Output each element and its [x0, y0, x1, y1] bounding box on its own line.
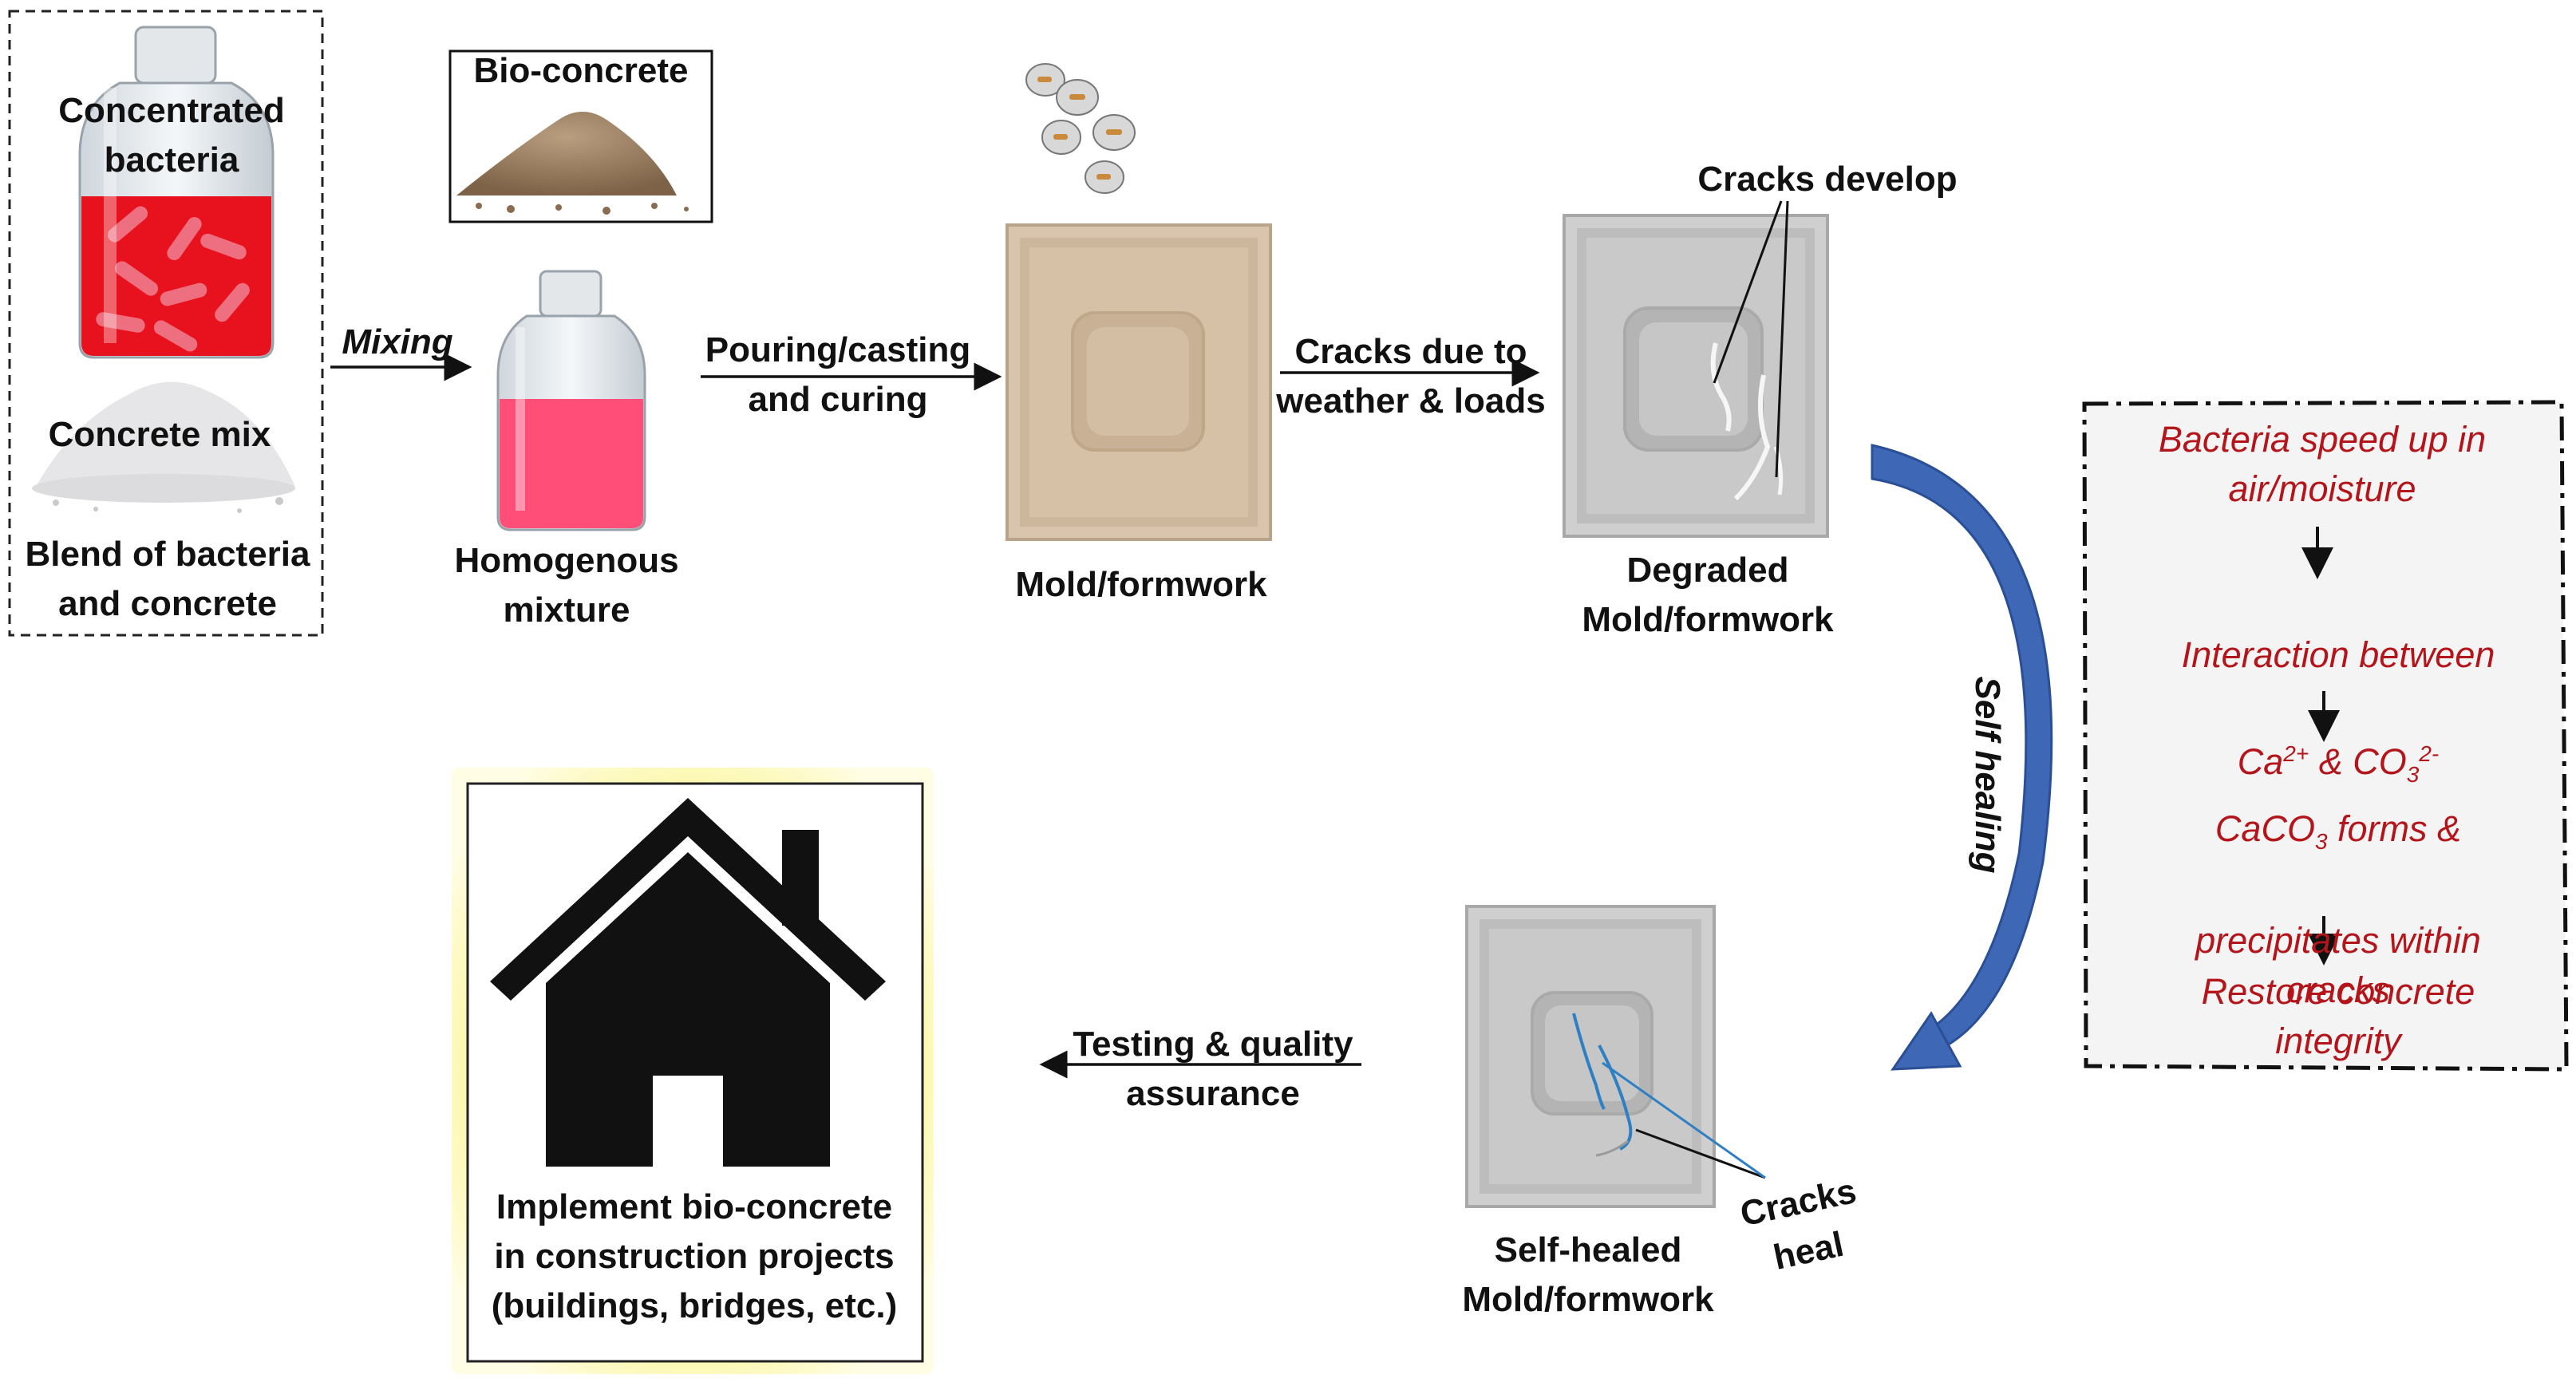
crack-pointer-2: [1775, 200, 1789, 478]
degraded-mold-icon: [1563, 214, 1829, 538]
mold-formwork-icon: [1006, 223, 1272, 541]
blend-caption: Blend of bacteria and concrete: [25, 535, 310, 623]
crack-line-2: [1733, 374, 1771, 501]
mixing-label: Mixing: [342, 322, 453, 361]
healed-crack-1: [1572, 1013, 1606, 1110]
self-healing-label: Self healing: [1968, 676, 2007, 874]
concrete-powder-icon: [32, 381, 295, 513]
crack-line-1: [1710, 342, 1732, 432]
process-step-3: CaCO3 forms & precipitates within cracks: [2195, 808, 2481, 1010]
self-healing-arrow: [1871, 444, 2053, 1071]
bacteria-bottle-icon: [78, 26, 275, 359]
blend-dashed-box: [8, 10, 324, 637]
concrete-mix-label: Concrete mix: [48, 415, 271, 454]
self-healed-mold-icon: [1465, 905, 1716, 1208]
concentrated-bacteria-label: Concentrated bacteria: [58, 91, 285, 180]
self-healed-mold-label: Self-healed Mold/formwork: [1462, 1230, 1714, 1319]
testing-label: Testing & quality assurance: [1073, 1025, 1353, 1113]
homogenous-bottle-icon: [496, 270, 646, 531]
soil-pile-icon: [456, 112, 689, 215]
homogenous-mixture-label: Homogenous mixture: [454, 541, 679, 630]
pouring-label: Pouring/casting and curing: [705, 330, 971, 419]
cracks-due-label: Cracks due to weather & loads: [1276, 332, 1546, 421]
bio-concrete-label: Bio-concrete: [473, 51, 689, 90]
process-step-1: Bacteria speed up in air/moisture: [2158, 419, 2487, 509]
process-down-arrows: [2301, 527, 2340, 966]
healed-crack-3: [1595, 1139, 1629, 1157]
mold-formwork-label: Mold/formwork: [1015, 565, 1267, 604]
heal-pointer-1: [1635, 1128, 1766, 1179]
crack-pointer-1: [1713, 200, 1783, 384]
implement-label: Implement bio-concrete in construction p…: [491, 1187, 898, 1325]
house-icon: [490, 798, 886, 1167]
process-step-4: Restore concrete integrity: [2201, 971, 2475, 1061]
process-step-2: Interaction between Ca2+ & CO32-: [2181, 634, 2495, 787]
degraded-mold-label: Degraded Mold/formwork: [1582, 551, 1834, 639]
cracks-develop-label: Cracks develop: [1697, 160, 1958, 199]
heal-pointer-2: [1602, 1061, 1766, 1179]
bacteria-capsules-icon: [1025, 63, 1136, 194]
